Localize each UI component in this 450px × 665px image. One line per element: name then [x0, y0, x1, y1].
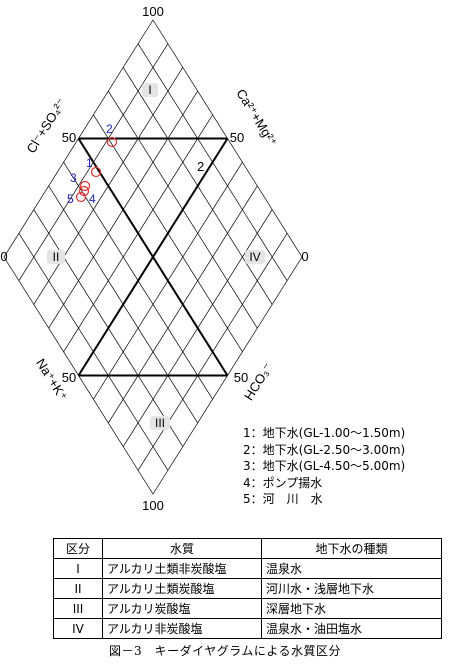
figure-caption: 図－3 キーダイヤグラムによる水質区分: [108, 644, 342, 658]
svg-text:IV: IV: [249, 250, 260, 264]
table-cell: 温泉水: [261, 558, 442, 579]
sample-point-3: 3: [70, 171, 91, 192]
header-category: 区分: [53, 538, 103, 559]
region-II: II: [47, 250, 65, 264]
tick-upper-right-50: 50: [230, 130, 244, 145]
svg-text:II: II: [53, 250, 60, 264]
header-water-quality: 水質: [102, 538, 262, 559]
table-header-row: 区分 水質 地下水の種類: [53, 538, 442, 559]
table-cell: IV: [53, 618, 103, 639]
tick-lower-left-50: 50: [62, 370, 76, 385]
svg-text:I: I: [148, 83, 151, 97]
legend-item-1: 1：地下水(GL-1.00～1.50m): [243, 426, 406, 440]
classification-line: [77, 137, 229, 377]
svg-text:2: 2: [106, 122, 113, 136]
axis-label-cl-so4: Cl⁻+SO₄²⁻: [23, 95, 69, 156]
legend-item-3: 3：地下水(GL-4.50～5.00m): [243, 459, 406, 473]
table-cell: II: [53, 578, 103, 599]
header-groundwater-type: 地下水の種類: [261, 538, 442, 559]
legend-item-2: 2：地下水(GL-2.50～3.00m): [243, 442, 406, 457]
table-cell: 温泉水・油田塩水: [261, 618, 442, 639]
sample-point-5: 5: [67, 191, 87, 206]
table-row: III アルカリ炭酸塩 深層地下水: [53, 598, 442, 619]
svg-text:III: III: [155, 416, 165, 430]
sample-point-4: 4: [78, 185, 96, 206]
key-diagram: 100 0 0 100 50 50 50 50 Cl⁻+SO₄²⁻ Ca²⁺+M…: [0, 4, 308, 513]
table-row: IV アルカリ非炭酸塩 温泉水・油田塩水: [53, 618, 442, 639]
svg-text:1: 1: [86, 156, 93, 170]
legend: 1：地下水(GL-1.00～1.50m) 2：地下水(GL-2.50～3.00m…: [243, 425, 405, 508]
tick-bottom-100: 100: [142, 498, 164, 513]
svg-text:3: 3: [70, 171, 77, 185]
table-cell: アルカリ非炭酸塩: [102, 618, 262, 639]
table-cell: アルカリ土類炭酸塩: [102, 578, 262, 599]
region-IV: IV: [245, 250, 265, 264]
tick-lower-right-50: 50: [234, 370, 248, 385]
table-cell: III: [53, 598, 103, 619]
tick-upper-left-50: 50: [62, 130, 76, 145]
table-cell: アルカリ土類非炭酸塩: [102, 558, 262, 579]
svg-text:4: 4: [89, 192, 96, 206]
table-row: II アルカリ土類炭酸塩 河川水・浅層地下水: [53, 578, 442, 599]
table-row: I アルカリ土類非炭酸塩 温泉水: [53, 558, 442, 579]
classification-lines: [77, 137, 229, 377]
table-cell: I: [53, 558, 103, 579]
legend-item-5: 5：河 川 水: [243, 492, 323, 506]
sample-point-2: 2: [106, 122, 118, 148]
region-III: III: [150, 416, 170, 430]
legend-item-4: 4：ポンプ揚水: [243, 475, 323, 490]
svg-text:5: 5: [67, 192, 74, 206]
tick-right-0: 0: [301, 249, 308, 264]
table-cell: 河川水・浅層地下水: [261, 578, 442, 599]
region-I: I: [142, 83, 158, 97]
inner-label-2: 2: [197, 159, 204, 174]
tick-top-100: 100: [142, 4, 164, 19]
tick-left-0: 0: [0, 249, 7, 264]
diamond-outline: [3, 19, 303, 495]
classification-table: 区分 水質 地下水の種類 I アルカリ土類非炭酸塩 温泉水 II アルカリ土類炭…: [53, 538, 442, 639]
table-cell: アルカリ炭酸塩: [102, 598, 262, 619]
table-cell: 深層地下水: [261, 598, 442, 619]
sample-point-1: 1: [86, 156, 102, 178]
